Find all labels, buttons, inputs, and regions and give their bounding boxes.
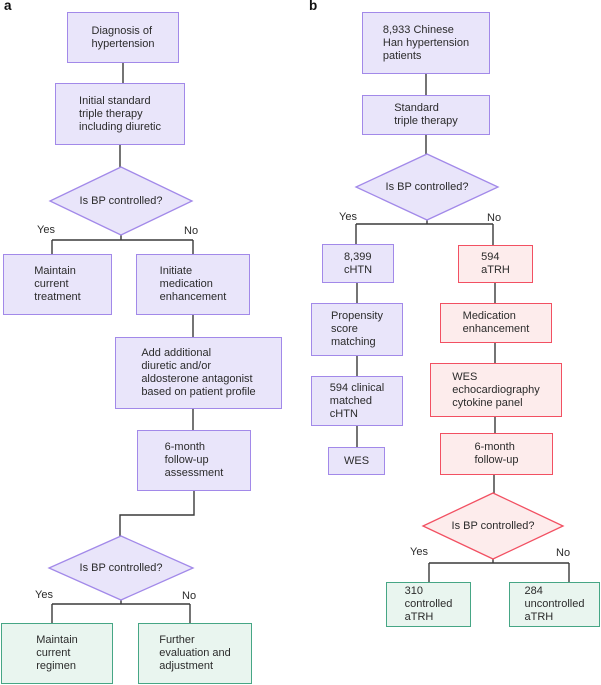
- node-initial-standard-triple-therapy: Initial standard triple therapy includin…: [55, 83, 185, 145]
- node-standard-triple-therapy: Standard triple therapy: [362, 95, 490, 135]
- branch-label-no-a2: No: [182, 590, 197, 602]
- node-6-month-follow-up-assessment: 6-month follow-up assessment: [137, 430, 251, 491]
- diamond-b2: [421, 492, 565, 560]
- diamond-a2: [47, 535, 195, 601]
- branch-label-no-b1: No: [487, 212, 502, 224]
- diamond-b1: [354, 153, 500, 221]
- connector-lines-panel-b: [355, 74, 570, 583]
- node-594-atrh: 594 aTRH: [458, 245, 533, 283]
- node-594-clinical-matched-chtn: 594 clinical matched cHTN: [311, 376, 403, 426]
- node-diagnosis-of-hypertension: Diagnosis of hypertension: [67, 12, 179, 63]
- node-initiate-medication-enhancement: Initiate medication enhancement: [136, 254, 250, 315]
- panel-b-label: b: [309, 0, 318, 13]
- node-284-uncontrolled-atrh: 284 uncontrolled aTRH: [509, 582, 600, 627]
- node-8399-chtn: 8,399 cHTN: [322, 244, 394, 283]
- node-maintain-current-treatment: Maintain current treatment: [3, 254, 112, 315]
- diamond-a1: [48, 166, 194, 236]
- branch-label-yes-a2: Yes: [35, 589, 53, 601]
- node-medication-enhancement: Medication enhancement: [440, 303, 552, 343]
- node-add-additional-diuretic: Add additional diuretic and/or aldostero…: [115, 337, 282, 409]
- connector-lines-panel-a: [51, 63, 195, 624]
- node-further-evaluation-adjustment: Further evaluation and adjustment: [138, 623, 252, 684]
- branch-label-no-a1: No: [184, 225, 199, 237]
- branch-label-yes-a1: Yes: [37, 224, 55, 236]
- node-chinese-han-cohort: 8,933 Chinese Han hypertension patients: [362, 12, 490, 74]
- branch-label-no-b2: No: [556, 547, 571, 559]
- node-310-controlled-atrh: 310 controlled aTRH: [386, 582, 471, 627]
- node-wes: WES: [328, 447, 385, 475]
- panel-a-label: a: [4, 0, 12, 13]
- branch-label-yes-b2: Yes: [410, 546, 428, 558]
- node-6-month-follow-up: 6-month follow-up: [440, 433, 553, 475]
- node-propensity-score-matching: Propensity score matching: [311, 303, 403, 356]
- branch-label-yes-b1: Yes: [339, 211, 357, 223]
- node-wes-echo-cytokine-panel: WES echocardiography cytokine panel: [430, 363, 562, 417]
- node-maintain-current-regimen: Maintain current regimen: [1, 623, 113, 684]
